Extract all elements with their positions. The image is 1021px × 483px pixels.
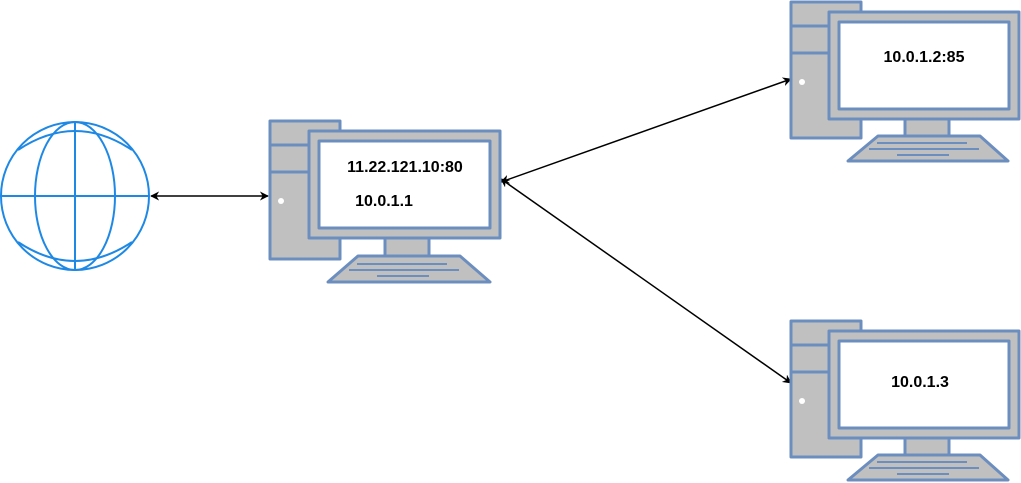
computer-icon [789,0,1021,163]
link-gateway-server-b [500,178,792,384]
server-b-address: 10.0.1.3 [891,374,949,391]
globe-icon [0,121,150,271]
connections [150,77,792,384]
computer-icon [789,319,1021,482]
link-gateway-server-a [500,77,792,184]
server-a-address: 10.0.1.2:85 [884,49,965,66]
gateway-public-address: 11.22.121.10:80 [347,159,463,176]
computer-icon [268,119,502,284]
gateway-private-address: 10.0.1.1 [355,193,413,210]
